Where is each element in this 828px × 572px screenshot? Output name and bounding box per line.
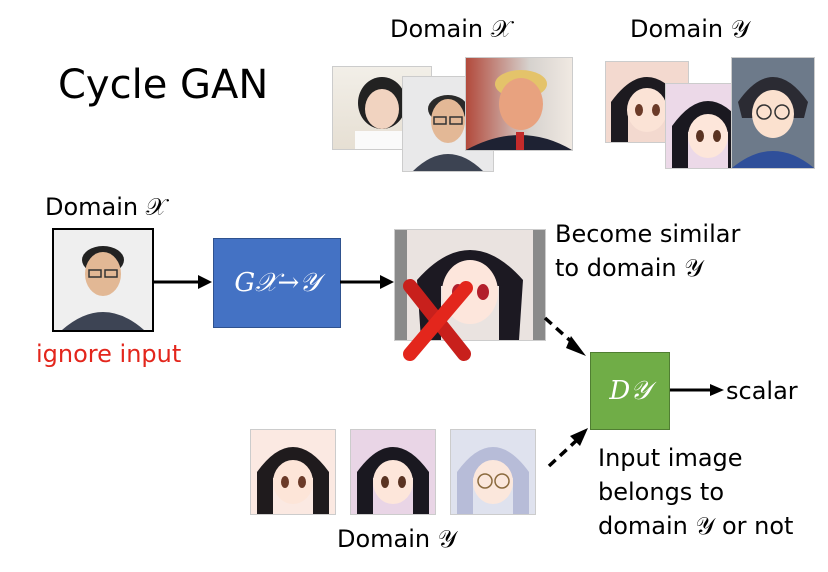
face-photo-icon: [355, 77, 409, 149]
face-photo-icon: [466, 70, 572, 150]
anime-face-icon: [257, 447, 329, 514]
domain-y-sample-3: [450, 429, 536, 515]
generator-label: G𝒳→𝒴: [234, 267, 320, 298]
belongs-line2: belongs to: [598, 478, 725, 506]
dashed-arrow-output-to-discriminator: [543, 316, 586, 356]
anime-face-icon: [732, 77, 814, 168]
anime-face-icon: [457, 447, 529, 514]
discriminator-box: D𝒴: [590, 352, 670, 430]
anime-face-icon: [672, 101, 744, 168]
domain-y-image-1: [605, 61, 689, 143]
generator-box: G𝒳→𝒴: [213, 238, 341, 328]
become-similar-line1: Become similar: [555, 220, 741, 248]
arrow-discriminator-to-scalar: [670, 384, 724, 396]
scalar-label: scalar: [726, 377, 798, 405]
face-photo-icon: [62, 246, 144, 330]
become-similar-line2: to domain 𝒴: [555, 254, 704, 282]
domain-y-sample-2: [350, 429, 436, 515]
dashed-arrow-samples-to-discriminator: [547, 428, 588, 468]
top-domain-y-label: Domain 𝒴: [630, 15, 750, 43]
belongs-line1: Input image: [598, 444, 743, 472]
discriminator-label: D𝒴: [609, 375, 651, 406]
belongs-line3: domain 𝒴 or not: [598, 512, 794, 540]
slide-title: Cycle GAN: [58, 62, 269, 108]
anime-face-icon: [417, 250, 523, 340]
ignore-input-label: ignore input: [36, 340, 182, 368]
domain-y-image-3: [731, 57, 815, 169]
anime-face-icon: [357, 447, 429, 514]
domain-y-sample-1: [250, 429, 336, 515]
arrow-input-to-generator: [152, 275, 212, 289]
domain-y-image-2: [665, 83, 751, 169]
input-domain-x-label: Domain 𝒳: [45, 193, 167, 221]
input-photo: [52, 228, 154, 332]
top-domain-x-label: Domain 𝒳: [390, 15, 512, 43]
face-photo-icon: [413, 95, 483, 171]
domain-x-photo-3: [465, 57, 573, 151]
generated-image: [394, 229, 546, 341]
bottom-domain-y-label: Domain 𝒴: [337, 525, 457, 553]
arrow-generator-to-output: [340, 275, 394, 289]
